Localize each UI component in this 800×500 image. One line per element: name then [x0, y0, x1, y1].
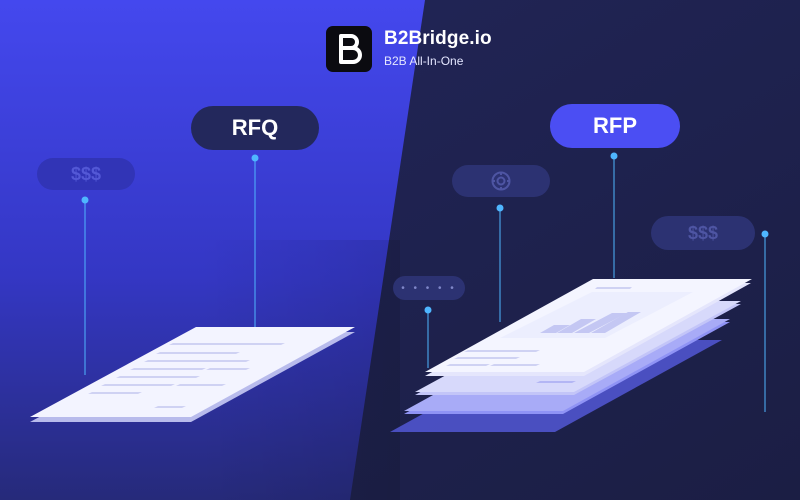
connector-dot [496, 204, 504, 212]
connector-dot [610, 152, 618, 160]
connector-dot [251, 154, 259, 162]
price-label-left: $$$ [70, 163, 102, 184]
connector-dot [81, 196, 89, 204]
password-pill: • • • • • [393, 276, 465, 300]
price-pill-right: $$$ [651, 216, 755, 250]
b2-logo-icon [326, 26, 372, 72]
rfp-document-stack [390, 279, 752, 432]
brand-tagline: B2B All-In-One [384, 54, 464, 68]
connector-dot [761, 230, 769, 238]
brand-name: B2Bridge.io [384, 28, 492, 49]
brand-header: B2Bridge.io B2B All-In-One [326, 26, 492, 72]
connector-dot [424, 306, 432, 314]
rfq-document [30, 327, 355, 422]
settings-pill [452, 165, 550, 197]
rfq-label: RFQ [231, 115, 279, 140]
password-mask: • • • • • [401, 282, 457, 294]
price-label-right: $$$ [687, 222, 719, 243]
rfp-pill: RFP [550, 104, 680, 148]
rfq-pill: RFQ [191, 106, 319, 150]
price-pill-left: $$$ [37, 158, 135, 190]
gear-icon [491, 171, 511, 191]
rfp-label: RFP [593, 113, 637, 138]
